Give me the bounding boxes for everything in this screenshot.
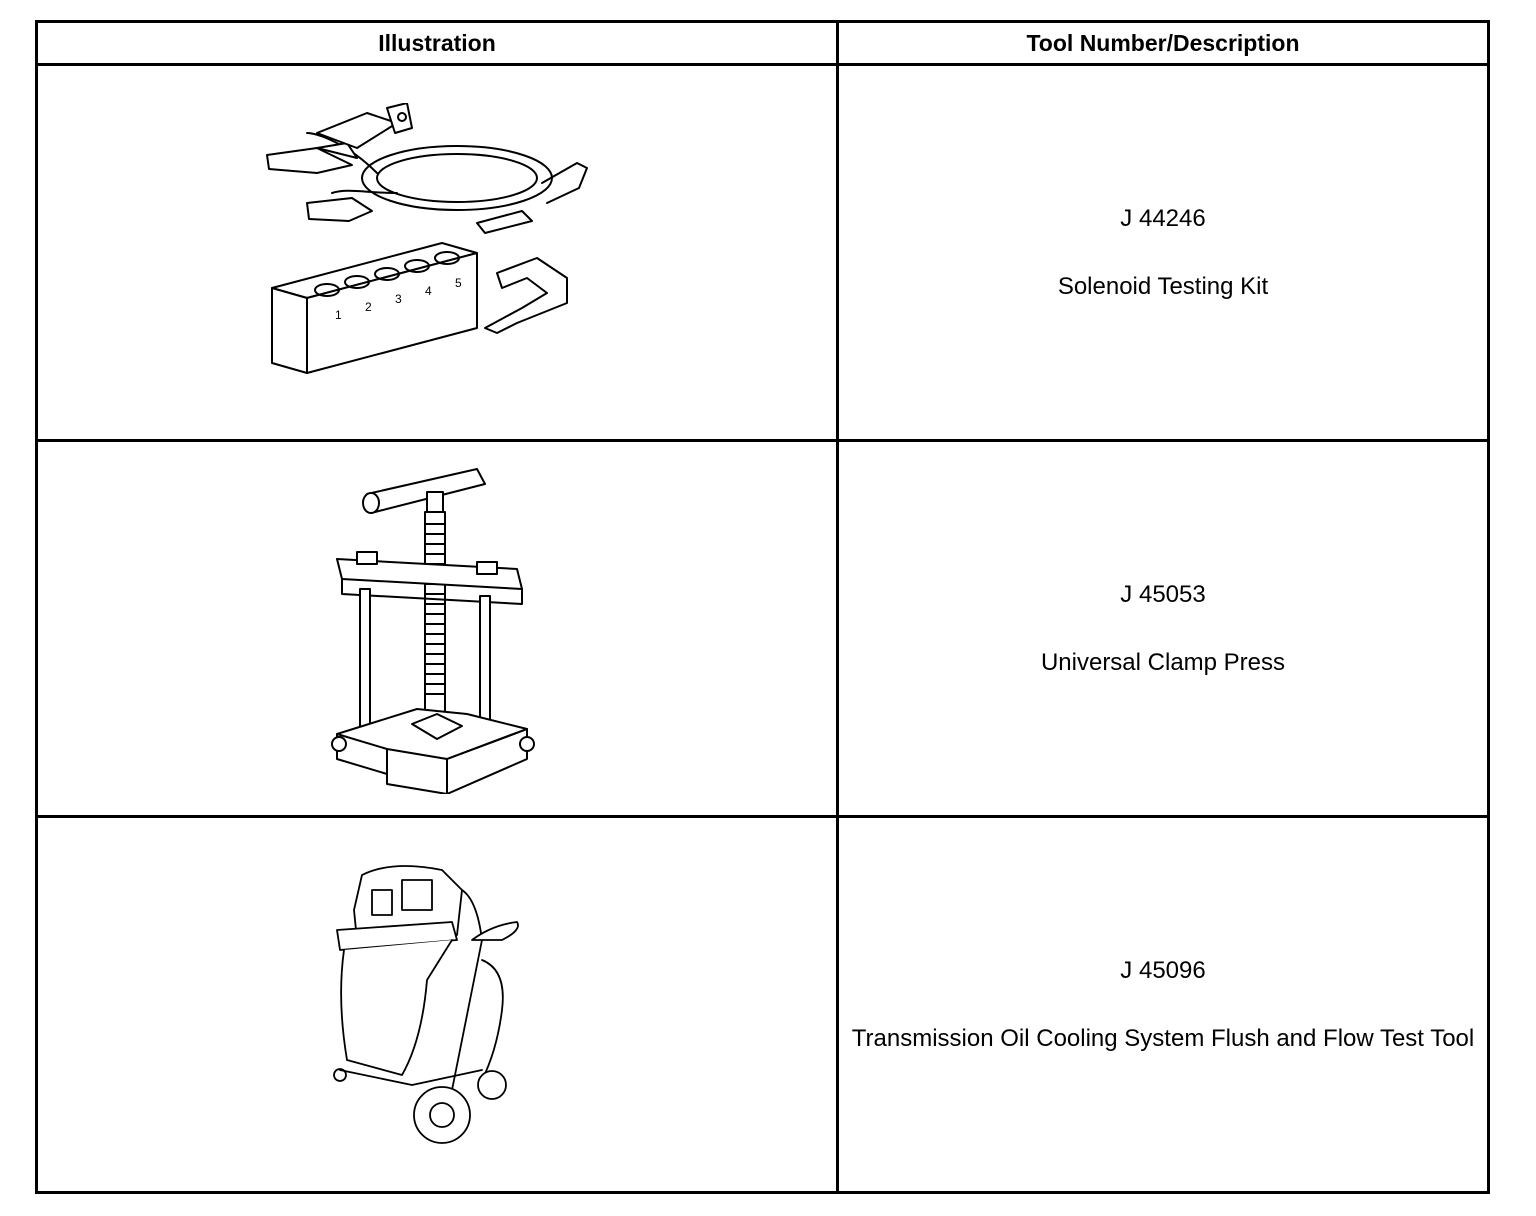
- block-label-1: 1: [335, 308, 342, 322]
- block-label-4: 4: [425, 284, 432, 298]
- header-tool-number-description: Tool Number/Description: [836, 20, 1490, 66]
- tool-number: J 45053: [1120, 580, 1206, 608]
- tool-description-cell: J 45096 Transmission Oil Cooling System …: [836, 815, 1490, 1194]
- illustration-cell: 1 2 3 4 5: [35, 63, 839, 442]
- block-label-5: 5: [455, 276, 462, 290]
- tool-description: Solenoid Testing Kit: [1057, 272, 1269, 300]
- tool-description-cell: J 45053 Universal Clamp Press: [836, 439, 1490, 818]
- header-illustration: Illustration: [35, 20, 839, 66]
- solenoid-testing-kit-icon: 1 2 3 4 5: [257, 102, 617, 403]
- illustration-cell: [35, 815, 839, 1194]
- tool-description-cell: J 44246 Solenoid Testing Kit: [836, 63, 1490, 442]
- table-row: 1 2 3 4 5 J 44246 Solenoid Testing Kit: [35, 63, 1490, 442]
- flush-flow-test-cart-icon: [332, 860, 542, 1150]
- block-label-3: 3: [395, 292, 402, 306]
- tool-description: Universal Clamp Press: [1040, 648, 1286, 676]
- tool-description: Transmission Oil Cooling System Flush an…: [851, 1024, 1475, 1052]
- clamp-press-icon: [327, 464, 547, 794]
- table-row: J 45096 Transmission Oil Cooling System …: [35, 815, 1490, 1194]
- illustration-cell: [35, 439, 839, 818]
- table-row: J 45053 Universal Clamp Press: [35, 439, 1490, 818]
- tool-table: Illustration Tool Number/Description: [35, 20, 1490, 1194]
- tool-number: J 44246: [1120, 204, 1206, 232]
- block-label-2: 2: [365, 300, 372, 314]
- tool-number: J 45096: [1120, 956, 1206, 984]
- header-row: Illustration Tool Number/Description: [35, 20, 1490, 66]
